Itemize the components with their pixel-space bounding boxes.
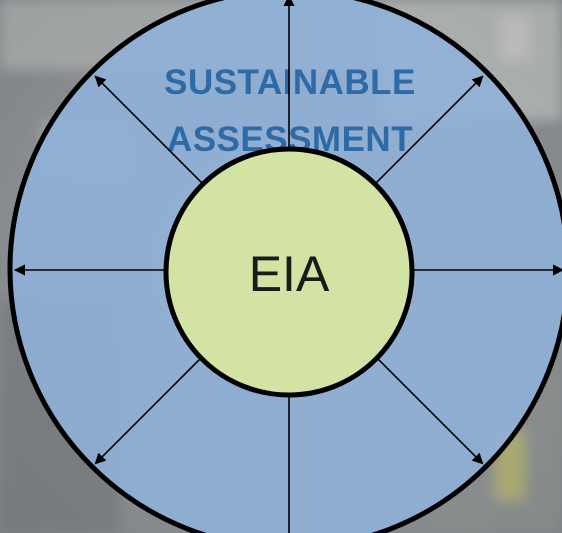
center-label: EIA (249, 246, 330, 302)
arrow-up-left (94, 75, 203, 184)
arrow-up-right (375, 75, 484, 184)
arrow-group (13, 0, 562, 533)
outer-label-line1: SUSTAINABLE (164, 63, 416, 102)
center-circle (163, 146, 415, 398)
arrow-down-left (94, 356, 203, 465)
arrow-down-right (375, 356, 484, 465)
